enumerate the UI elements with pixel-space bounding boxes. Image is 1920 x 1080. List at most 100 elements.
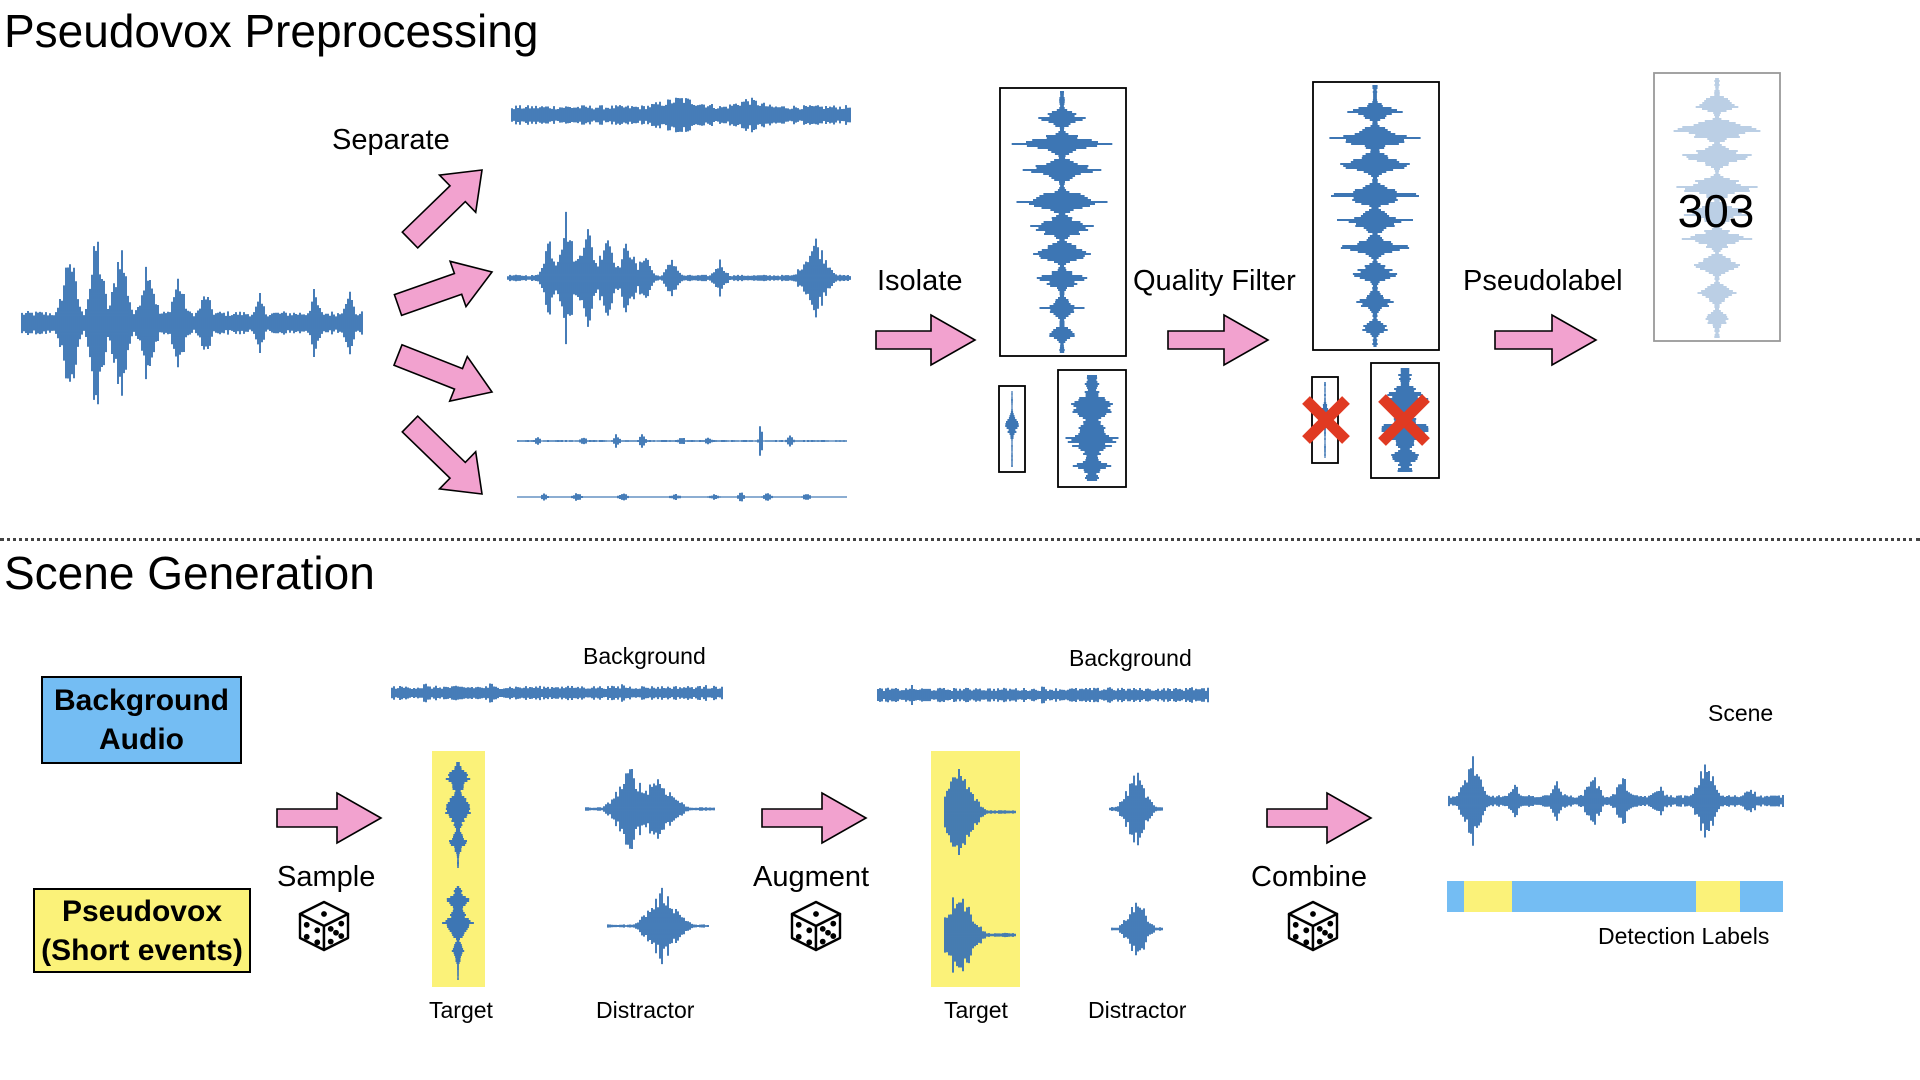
distractor-1-upper-waveform [585, 769, 715, 849]
dice-pip [321, 911, 327, 917]
combine-label: Combine [1251, 861, 1368, 893]
rejected-segment-small-frame [1311, 376, 1339, 464]
separate-arrow-4 [401, 414, 483, 495]
dice-pip [303, 921, 310, 928]
sample-dice-icon [298, 900, 350, 952]
isolated-segment-main-frame [999, 87, 1127, 357]
dice-pip [1316, 925, 1323, 932]
dice-pip [1292, 921, 1299, 928]
separated-source-1-waveform [511, 97, 851, 133]
separate-label: Separate [332, 124, 450, 156]
isolated-segment-medium-waveform [1065, 375, 1119, 481]
dice-pip [819, 925, 826, 932]
separated-source-3-waveform [517, 426, 847, 456]
dice-pip [333, 929, 339, 936]
quality-filter-label: Quality Filter [1133, 265, 1296, 297]
isolate-arrow [875, 313, 977, 367]
background-audio-label: Background Audio [53, 684, 230, 756]
isolated-segment-small-frame [998, 385, 1026, 473]
target-label-1: Target [429, 997, 493, 1023]
isolate-label: Isolate [877, 265, 963, 297]
isolated-segment-main-waveform [1011, 91, 1113, 353]
dice-pip [795, 921, 802, 928]
dice-pip [314, 927, 321, 934]
rejected-segment-medium-frame [1370, 362, 1440, 479]
dice-pip [1327, 933, 1334, 939]
scene-generation-title: Scene Generation [4, 547, 375, 599]
augment-label: Augment [753, 861, 870, 893]
dice-pip [825, 929, 831, 936]
dice-pip [830, 920, 837, 927]
dice-pip [338, 920, 345, 927]
augment-dice-icon [790, 900, 842, 952]
sample-label: Sample [277, 861, 376, 893]
pseudolabel-arrow [1494, 313, 1598, 367]
separate-arrow-3 [392, 343, 494, 403]
rejected-medium-cross-icon [1378, 394, 1430, 446]
background-waveform-1 [391, 683, 723, 703]
separate-arrow-1 [401, 169, 483, 250]
augment-arrow [761, 791, 868, 845]
preprocessing-title: Pseudovox Preprocessing [4, 5, 539, 57]
dice-pip [1327, 920, 1334, 927]
detection-label-segment-3 [1512, 881, 1696, 912]
isolated-segment-medium-frame [1057, 369, 1127, 488]
pseudovox-label: Pseudovox (Short events) [41, 894, 243, 967]
combine-dice-icon [1287, 900, 1339, 952]
pseudolabel-label: Pseudolabel [1463, 265, 1623, 297]
dice-pip [327, 938, 334, 945]
pseudovox-box: Pseudovox (Short events) [33, 888, 251, 973]
detection-label-segment-4 [1696, 881, 1740, 912]
scene-label: Scene [1708, 700, 1774, 726]
dice-pip [1292, 933, 1299, 940]
scene-waveform [1448, 756, 1784, 846]
target-label-2: Target [944, 997, 1008, 1023]
separated-source-2-waveform [507, 211, 851, 345]
background-audio-box: Background Audio [41, 676, 242, 764]
pseudolabel-value: 303 [1677, 185, 1755, 237]
target-2-lower-waveform [944, 897, 1016, 973]
original-recording-waveform [21, 241, 363, 405]
cross-stroke [1302, 396, 1350, 444]
combine-arrow [1266, 791, 1373, 845]
rejected-small-cross-icon [1302, 396, 1350, 444]
dice-pip [327, 925, 334, 932]
background-label-2: Background [1069, 645, 1192, 671]
dice-pip [1310, 911, 1316, 917]
distractor-2-lower-waveform [1111, 902, 1163, 956]
separated-source-4-waveform [517, 492, 847, 502]
quality-filter-arrow [1167, 313, 1270, 367]
cross-stroke [1378, 394, 1430, 446]
dice-pip [795, 933, 802, 940]
background-waveform-2 [877, 685, 1209, 705]
distractor-2-upper-waveform [1109, 772, 1163, 846]
kept-segment-waveform [1329, 85, 1421, 347]
detection-label-segment-5 [1740, 881, 1783, 912]
pseudolabeled-segment-frame [1653, 72, 1781, 342]
target-2-upper-waveform [944, 769, 1016, 855]
distractor-label-2: Distractor [1088, 997, 1187, 1023]
target-1-lower-waveform [442, 886, 474, 980]
detection-labels-label: Detection Labels [1598, 923, 1770, 949]
separate-arrow-2 [393, 260, 494, 317]
sample-arrow [276, 791, 383, 845]
background-label-1: Background [583, 643, 706, 669]
dice-pip [830, 933, 837, 939]
dice-pip [806, 939, 813, 946]
distractor-1-lower-waveform [607, 887, 709, 965]
isolated-segment-small-waveform [1005, 391, 1019, 467]
target-1-upper-waveform [445, 762, 471, 868]
detection-label-segment-1 [1447, 881, 1464, 912]
dice-pip [303, 933, 310, 940]
kept-segment-frame [1312, 81, 1440, 351]
dice-pip [1322, 929, 1328, 936]
dice-pip [314, 939, 321, 946]
pseudolabeled-segment-waveform [1673, 78, 1761, 338]
section-divider [0, 538, 1920, 541]
distractor-label-1: Distractor [596, 997, 695, 1023]
dice-pip [806, 927, 813, 934]
dice-pip [1303, 939, 1310, 946]
dice-pip [819, 938, 826, 945]
